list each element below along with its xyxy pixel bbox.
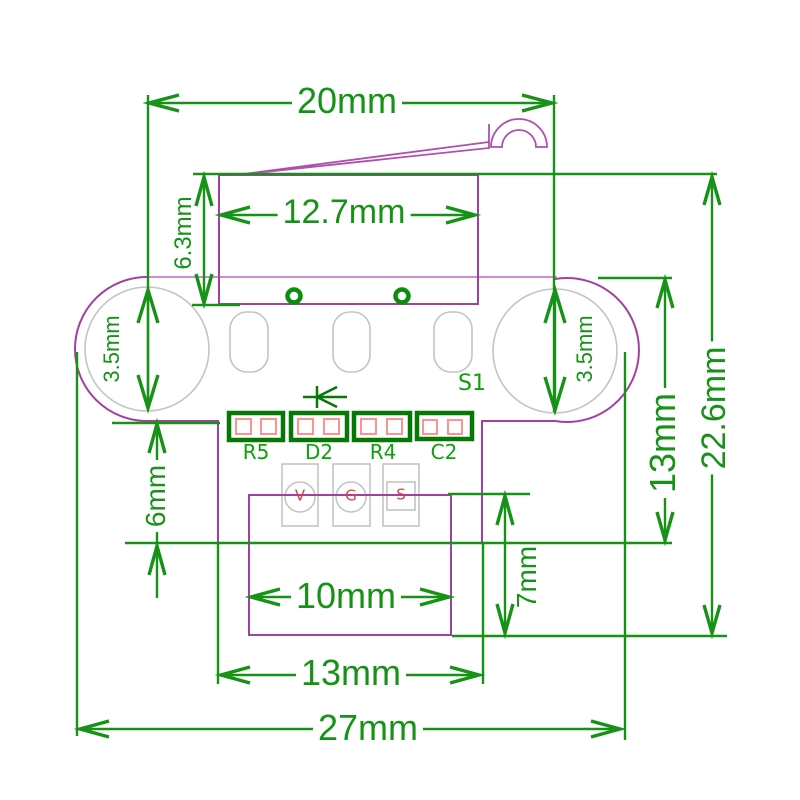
arrowhead [655, 273, 675, 309]
footprint-r4 [351, 410, 413, 443]
arrowhead [449, 665, 486, 685]
pin-label-s: S [396, 485, 406, 504]
dim-label-6mm: 6mm [140, 459, 171, 533]
arrowhead [655, 511, 675, 547]
refdes-label-r4: R4 [369, 440, 397, 464]
arrowhead [419, 587, 456, 607]
arrowhead [702, 604, 722, 640]
arrowhead [445, 205, 482, 225]
refdes-label-c2: C2 [430, 440, 458, 464]
mounting-hole-right [393, 287, 411, 305]
dim-label-6.3mm: 6.3mm [170, 196, 197, 270]
dim-label-3.5mm-left: 3.5mm [99, 315, 124, 383]
arrowhead [194, 273, 214, 310]
dim-label-27mm: 27mm [312, 710, 424, 746]
arrowhead [590, 719, 627, 739]
pin-label-g: G [345, 486, 357, 505]
oval-pad-3 [433, 311, 473, 373]
arrowhead [521, 93, 559, 113]
arrowhead [136, 374, 160, 414]
arrowhead [244, 587, 281, 607]
arrowhead [194, 170, 214, 207]
pin-pad-g-hole [335, 481, 367, 513]
arrowhead [214, 205, 251, 225]
arrowhead [147, 539, 167, 576]
dim-label-20mm: 20mm [291, 83, 403, 119]
dim-label-22.6mm: 22.6mm [695, 341, 733, 475]
footprint-r5 [226, 410, 286, 443]
dim-label-13mm-bottom: 13mm [295, 655, 407, 691]
arrowhead [147, 417, 167, 454]
mounting-hole-left [285, 287, 303, 305]
dim-label-12.7mm: 12.7mm [277, 195, 411, 229]
arrowhead [702, 170, 722, 206]
dim-label-13mm-right: 13mm [642, 387, 683, 499]
footprint-c2 [414, 410, 475, 442]
refdes-label-d2: D2 [304, 440, 334, 464]
refdes-label-s1: S1 [458, 371, 486, 396]
diode-symbol [303, 385, 347, 409]
dim-label-3.5mm-right: 3.5mm [572, 315, 597, 383]
arrowhead [136, 284, 160, 324]
arrowhead [73, 719, 110, 739]
component-footprints [226, 287, 475, 443]
board-outline [74, 276, 640, 544]
arrowhead [142, 93, 180, 113]
refdes-label-r5: R5 [242, 440, 270, 464]
oval-pad-1 [229, 311, 269, 373]
arrowhead [214, 665, 251, 685]
arrowhead [495, 489, 515, 526]
connector-outline [248, 494, 452, 636]
lever-arm [235, 140, 490, 176]
arrowhead [543, 284, 567, 324]
dim-label-7mm: 7mm [511, 545, 542, 609]
arrowhead [543, 376, 567, 416]
arrowhead [495, 603, 515, 640]
dimension-arrowheads [73, 93, 722, 739]
pin-pad-v-hole [284, 481, 316, 513]
oval-pad-2 [332, 311, 371, 373]
pin-label-v: V [294, 486, 306, 505]
dim-label-10mm: 10mm [290, 578, 402, 614]
footprint-d2 [288, 410, 350, 443]
lever-hook [490, 118, 548, 148]
